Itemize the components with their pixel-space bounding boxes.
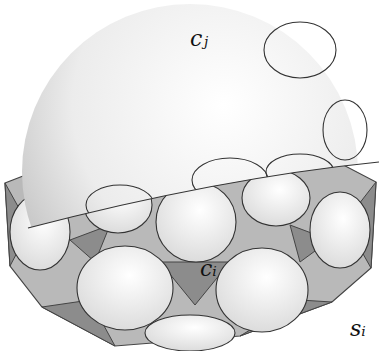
- circle-label: cᵢ: [200, 258, 217, 280]
- sphere: [22, 4, 358, 340]
- circles-on-sphere: [28, 22, 379, 228]
- circle-label: cⱼ: [190, 28, 208, 50]
- circle-label: sᵢ: [350, 318, 366, 340]
